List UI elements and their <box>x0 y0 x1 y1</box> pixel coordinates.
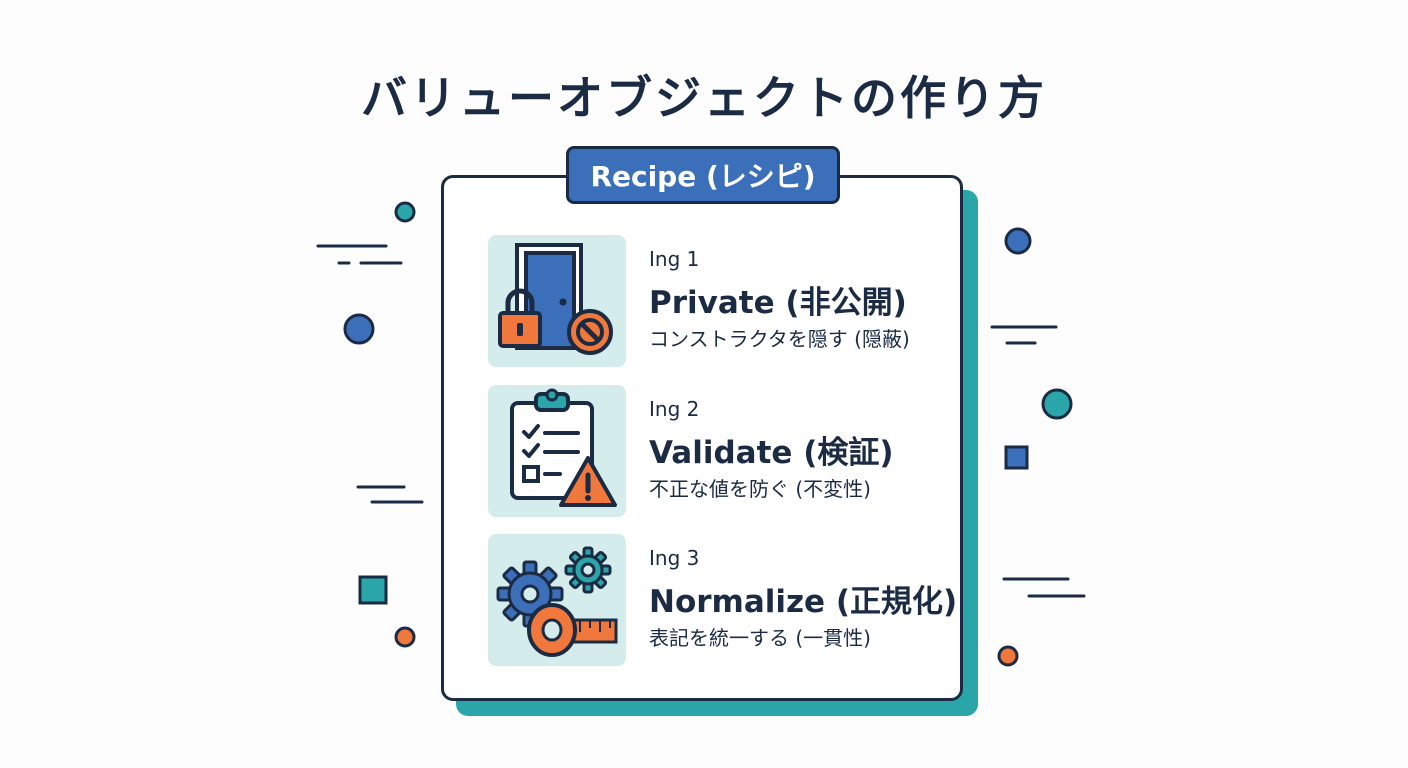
gears-tape-measure-icon <box>488 534 626 666</box>
ingredient-description: コンストラクタを隠す (隠蔽) <box>649 327 910 351</box>
ingredient-name: Validate (検証) <box>649 435 894 471</box>
deco-square <box>358 575 388 605</box>
ingredient-item-private: Ing 1 Private (非公開) コンストラクタを隠す (隠蔽) <box>488 235 958 367</box>
ingredient-number: Ing 3 <box>649 546 700 570</box>
ingredient-number: Ing 2 <box>649 397 700 421</box>
ingredient-number: Ing 1 <box>649 247 700 271</box>
deco-square <box>1004 445 1029 470</box>
ingredient-description: 不正な値を防ぐ (不変性) <box>649 477 871 501</box>
ingredient-name: Private (非公開) <box>649 285 907 321</box>
deco-circle <box>343 313 375 345</box>
recipe-tab: Recipe (レシピ) <box>566 146 840 204</box>
page-title: バリューオブジェクトの作り方 <box>361 71 1047 125</box>
ingredient-name: Normalize (正規化) <box>649 584 958 620</box>
deco-circle <box>997 645 1019 667</box>
ingredient-item-validate: Ing 2 Validate (検証) 不正な値を防ぐ (不変性) <box>488 385 958 517</box>
deco-circle <box>394 626 416 648</box>
deco-circle <box>394 201 416 223</box>
locked-door-icon <box>488 235 626 367</box>
deco-circle <box>1041 388 1073 420</box>
deco-circle <box>1004 227 1032 255</box>
ingredient-description: 表記を統一する (一貫性) <box>649 626 871 650</box>
checklist-warning-icon <box>488 385 626 517</box>
ingredient-item-normalize: Ing 3 Normalize (正規化) 表記を統一する (一貫性) <box>488 534 958 666</box>
